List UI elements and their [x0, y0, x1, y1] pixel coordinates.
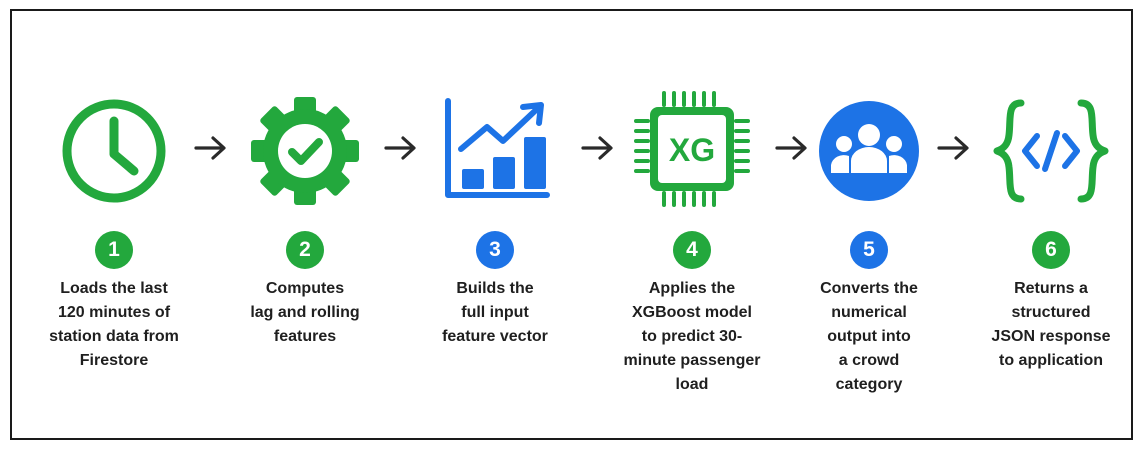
step-description: Loads the last 120 minutes of station da…: [49, 280, 179, 369]
step-3: 3 Builds the full input feature vector: [405, 11, 585, 438]
step-number-badge: 3: [476, 231, 514, 269]
people-group-icon: [809, 89, 929, 209]
step-number-badge: 1: [95, 231, 133, 269]
json-code-icon: [991, 89, 1111, 209]
step-description: Builds the full input feature vector: [442, 280, 548, 345]
chip-label: XG: [669, 132, 715, 168]
diagram-frame: 1 Loads the last 120 minutes of station …: [10, 9, 1133, 440]
clock-icon: [54, 89, 174, 209]
arrow-right-icon: [774, 128, 810, 168]
step-4: XG 4 Applies the XGBoost model to predic…: [602, 11, 782, 438]
step-description: Computes lag and rolling features: [250, 280, 360, 345]
step-description: Applies the XGBoost model to predict 30-…: [623, 280, 761, 393]
step-number-badge: 4: [673, 231, 711, 269]
arrow-right-icon: [936, 128, 972, 168]
step-number-badge: 6: [1032, 231, 1070, 269]
arrow-right-icon: [580, 128, 616, 168]
step-number-badge: 5: [850, 231, 888, 269]
step-description: Returns a structured JSON response to ap…: [991, 280, 1111, 369]
step-2: 2 Computes lag and rolling features: [215, 11, 395, 438]
step-6: 6 Returns a structured JSON response to …: [961, 11, 1141, 438]
bar-chart-trend-icon: [435, 89, 555, 209]
step-description: Converts the numerical output into a cro…: [820, 280, 918, 393]
step-number-badge: 2: [286, 231, 324, 269]
arrow-right-icon: [383, 128, 419, 168]
gear-check-icon: [245, 89, 365, 209]
step-5: 5 Converts the numerical output into a c…: [779, 11, 959, 438]
step-1: 1 Loads the last 120 minutes of station …: [24, 11, 204, 438]
xg-chip-icon: XG: [632, 89, 752, 209]
arrow-right-icon: [193, 128, 229, 168]
